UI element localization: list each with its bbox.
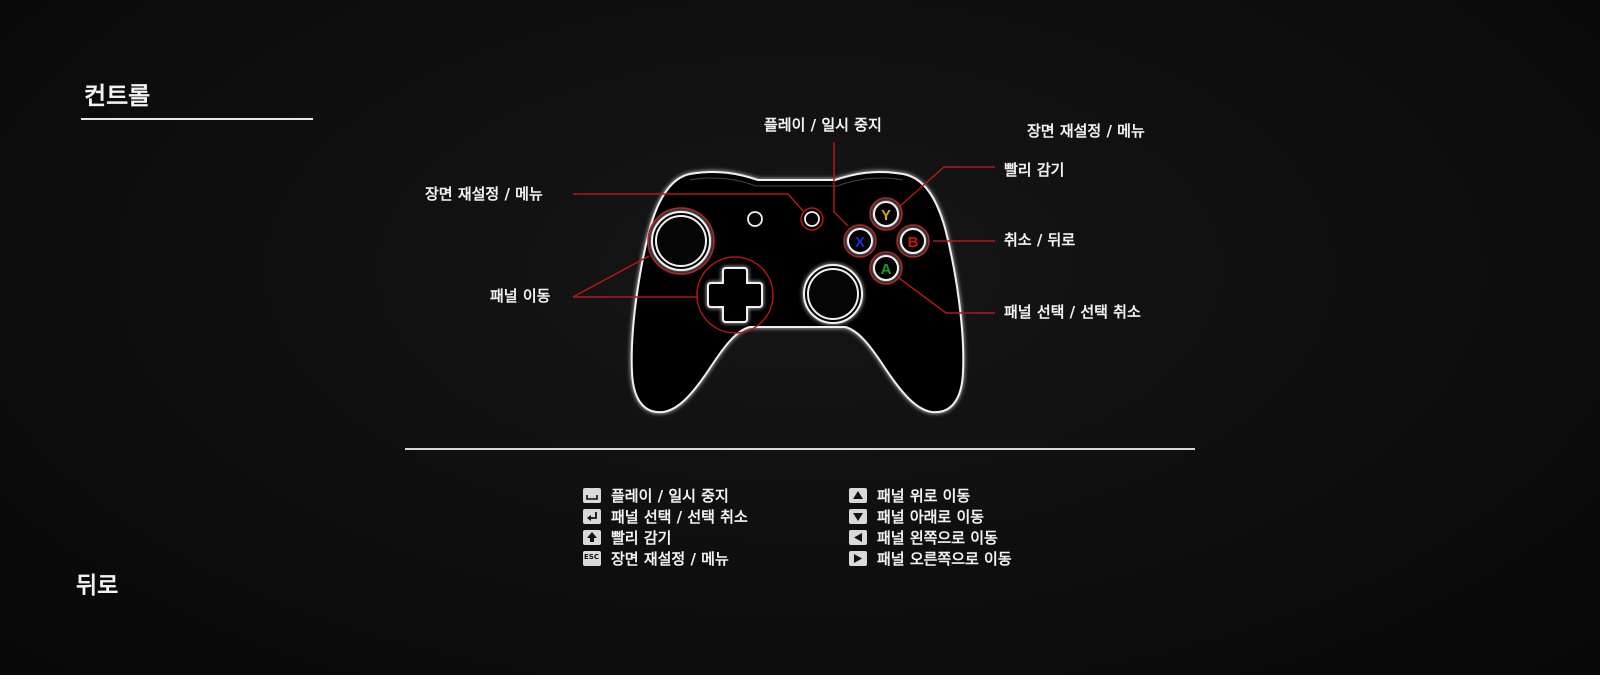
- b-button: B: [896, 224, 930, 258]
- view-button: [747, 211, 763, 227]
- arrow-up-key-icon: [849, 487, 867, 503]
- controller-body: [630, 171, 965, 414]
- key-row-reset-menu: ESC 장면 재설정 / 메뉴: [583, 548, 729, 568]
- label-move-panel: 패널 이동: [490, 287, 551, 305]
- y-button-letter: Y: [881, 207, 891, 224]
- key-label: 패널 아래로 이동: [877, 507, 985, 526]
- label-fast-forward: 빨리 감기: [1004, 161, 1065, 179]
- right-stick: [803, 264, 863, 324]
- key-label: 장면 재설정 / 메뉴: [611, 549, 729, 568]
- dpad: [696, 256, 774, 334]
- label-cancel-back: 취소 / 뒤로: [1004, 231, 1076, 249]
- y-button: Y: [869, 197, 903, 231]
- key-row-play: 플레이 / 일시 중지: [583, 485, 729, 505]
- a-button-letter: A: [881, 261, 892, 278]
- key-row-panel-up: 패널 위로 이동: [849, 485, 970, 505]
- arrow-down-key-icon: [849, 508, 867, 524]
- section-divider: [405, 448, 1195, 450]
- esc-key-text: ESC: [584, 552, 599, 561]
- left-stick: [647, 207, 715, 275]
- key-row-panel-right: 패널 오른쪽으로 이동: [849, 548, 1012, 568]
- key-row-panel-left: 패널 왼쪽으로 이동: [849, 527, 998, 547]
- key-row-select: 패널 선택 / 선택 취소: [583, 506, 748, 526]
- x-button-letter: X: [855, 234, 865, 251]
- key-label: 빨리 감기: [611, 528, 672, 547]
- arrow-right-key-icon: [849, 550, 867, 566]
- x-button: X: [843, 224, 877, 258]
- arrow-left-key-icon: [849, 529, 867, 545]
- label-play-pause: 플레이 / 일시 중지: [764, 116, 882, 134]
- label-reset-menu-left: 장면 재설정 / 메뉴: [425, 185, 543, 203]
- menu-button: [800, 207, 824, 231]
- label-select-deselect: 패널 선택 / 선택 취소: [1004, 303, 1141, 321]
- key-label: 패널 왼쪽으로 이동: [877, 528, 998, 547]
- title-underline: [81, 118, 313, 120]
- a-button: A: [869, 251, 903, 285]
- key-label: 패널 위로 이동: [877, 486, 971, 505]
- page-title: 컨트롤: [84, 82, 151, 110]
- space-key-icon: [583, 487, 601, 503]
- callout-lines: [572, 142, 995, 314]
- back-button[interactable]: 뒤로: [76, 573, 119, 599]
- enter-key-icon: [583, 508, 601, 524]
- key-label: 패널 선택 / 선택 취소: [611, 507, 748, 526]
- key-row-panel-down: 패널 아래로 이동: [849, 506, 984, 526]
- b-button-letter: B: [908, 234, 919, 251]
- shift-key-icon: [583, 529, 601, 545]
- key-row-fast-forward: 빨리 감기: [583, 527, 671, 547]
- key-label: 패널 오른쪽으로 이동: [877, 549, 1012, 568]
- key-label: 플레이 / 일시 중지: [611, 486, 729, 505]
- esc-key-icon: ESC: [583, 550, 601, 566]
- label-reset-menu-right: 장면 재설정 / 메뉴: [1027, 122, 1145, 140]
